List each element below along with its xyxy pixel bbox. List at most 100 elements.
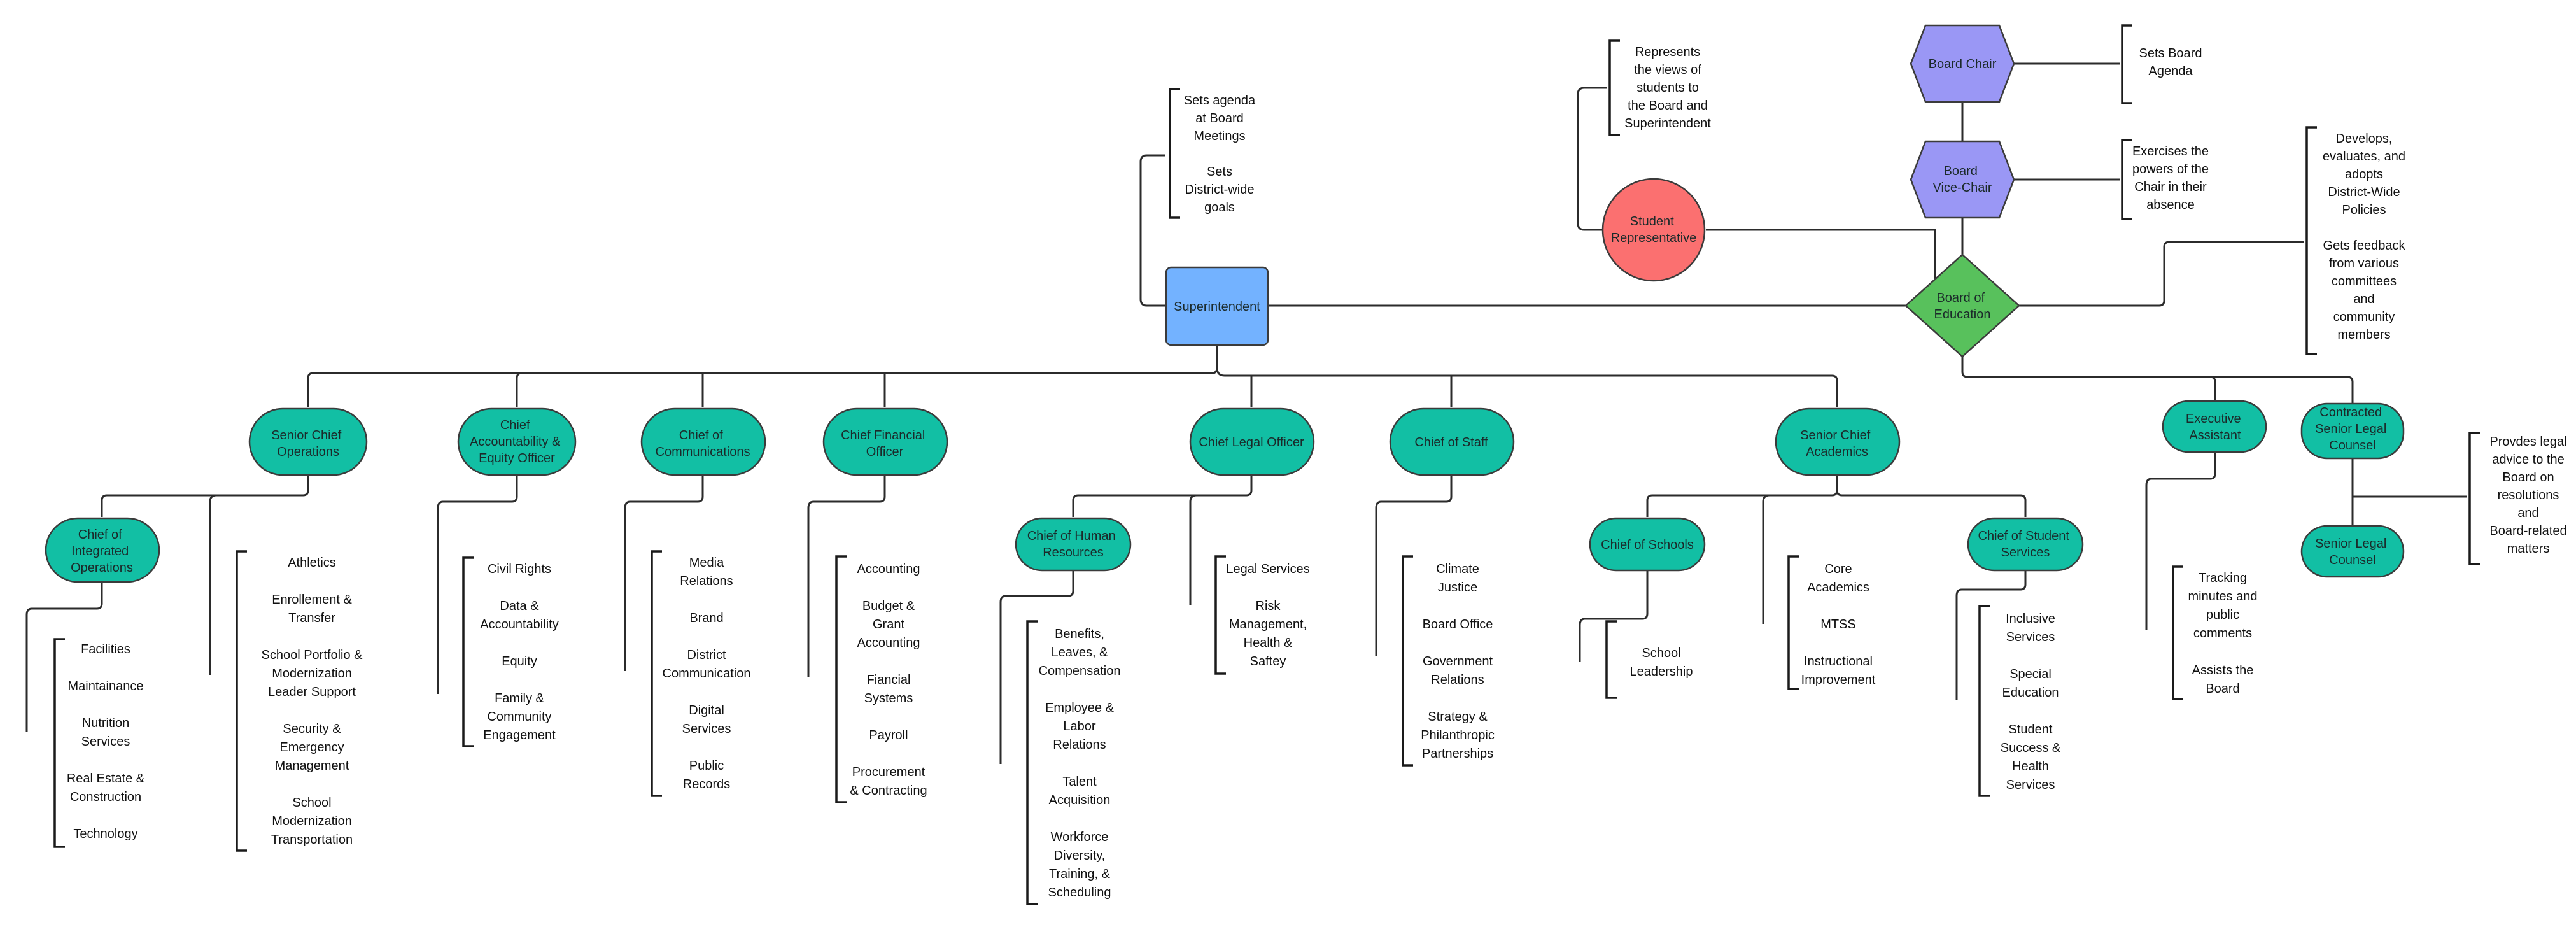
node-chief-communications[interactable]: Chief of Communications [640,407,766,476]
note-line: Media [689,556,724,570]
note-line: Relations [1053,738,1106,752]
note-line: the Board and [1628,99,1708,113]
note-line: Philanthropic [1421,728,1495,742]
node-superintendent[interactable]: Superintendent [1165,266,1269,346]
bracket-student [1608,39,1620,136]
node-executive-assistant[interactable]: Executive Assistant [2162,400,2267,453]
note-line: Justice [1438,581,1477,595]
svg-text:Senior Chief Operation: Senior Chief Operations [271,428,345,459]
node-label-line: Senior Legal [2315,422,2386,436]
note-line: Assists the [2192,663,2254,677]
note-line: Government [1423,655,1493,669]
node-contracted-senior-legal-counsel[interactable]: Contracted Senior Legal Counsel [2300,402,2405,460]
note-line: School [1642,646,1680,660]
bracket-exec [2172,565,2183,700]
node-label-line: Education [1934,308,1991,322]
edge-supt-trunk [307,344,1218,407]
edge-academics-notes [1762,494,1770,624]
note-line: Education [2002,686,2059,700]
note-line: Management [275,759,349,773]
node-label: Superintendent [1174,300,1260,314]
node-chief-financial-officer[interactable]: Chief Financial Officer [822,407,948,476]
note-line: Student [2009,723,2053,737]
note-line: Labor [1063,719,1095,733]
edge-comm-notes [624,474,704,671]
note-line: committees [2332,274,2397,288]
note-line: Special [2009,667,2052,681]
edge-student-notes-line [1577,87,1633,231]
note-line: Meetings [1193,129,1245,143]
note-line: matters [2507,542,2550,556]
note-line: Systems [864,691,913,705]
node-label-line: Representative [1611,231,1697,245]
note-line: Accounting [857,562,920,576]
edge-integrated-notes [25,581,103,732]
note-line: Family & [495,691,544,705]
note-line: Communication [663,667,751,681]
node-chief-integrated-operations[interactable]: Chief of Integrated Operations [45,517,160,583]
node-label: Chief of Staff [1414,435,1488,449]
node-chief-of-staff[interactable]: Chief of Staff [1389,407,1515,476]
note-line: Provdes legal [2489,435,2566,449]
node-chief-accountability[interactable]: Chief Accountability & Equity Officer [457,407,577,476]
node-board-chair[interactable]: Board Chair [1910,24,2015,103]
note-line: Board Office [1423,618,1493,632]
node-board-vice-chair[interactable]: Board Vice-Chair [1910,140,2015,219]
node-label-line: Assistant [2189,428,2241,442]
note-line: advice to the [2492,453,2564,467]
note-line: Accountability [480,618,558,632]
note-line: Security & [283,722,341,736]
note-line: Represents [1635,45,1700,59]
note-line: Civil Rights [488,562,551,576]
note-line: Technology [73,827,137,841]
note-line: members [2337,328,2390,342]
note-line: Talent [1062,775,1097,789]
node-senior-legal-counsel[interactable]: Senior Legal Counsel [2300,525,2405,578]
note-line: Leaves, & [1052,646,1109,660]
note-line: Gets feedback [2323,239,2406,253]
node-chief-of-schools[interactable]: Chief of Schools [1589,517,1706,572]
edge-hr-notes [999,569,1074,764]
node-chief-human-resources[interactable]: Chief of Human Resources [1015,517,1132,572]
edge-board-notes [2019,241,2304,307]
node-label-line: Services [2001,546,2050,560]
bracket-board [2305,126,2317,355]
svg-text:Executive Assistant: Executive Assistant [2186,412,2244,442]
node-student-representative[interactable]: Student Representative [1601,178,1706,282]
bracket-chair [2121,24,2132,104]
svg-text:Chief of Schools: Chief of Schools [1601,538,1694,552]
node-label-line: Senior Chief [1800,428,1871,442]
node-senior-chief-operations[interactable]: Senior Chief Operations [248,407,368,476]
note-line: Services [2006,630,2055,644]
note-line: Digital [689,704,724,718]
note-line: School [292,796,331,810]
node-chief-student-services[interactable]: Chief of Student Services [1967,517,2084,572]
node-chief-legal-officer[interactable]: Chief Legal Officer [1189,407,1315,476]
node-label-line: Operations [277,445,339,459]
note-line: Nutrition [82,716,129,730]
node-senior-chief-academics[interactable]: Senior Chief Academics [1775,407,1901,476]
note-line: Health & [1244,636,1293,650]
svg-text:Chief of Student Servi: Chief of Student Services [1978,529,2073,560]
edge-legal-notes [1189,494,1197,605]
node-board-of-education[interactable]: Board of Education [1904,253,2020,358]
node-label-line: Counsel [2329,553,2375,567]
note-line: Exercises the [2132,145,2209,159]
note-line: Accounting [857,636,920,650]
bracket-accountability [462,556,474,747]
note-line: evaluates, and [2323,150,2405,164]
note-line: Sets agenda [1184,94,1256,108]
edge-staff-notes [1375,474,1453,656]
note-line: Climate [1436,562,1479,576]
note-line: Board-related [2489,524,2566,538]
node-label-line: Integrated [71,544,129,558]
bracket-financial [835,555,847,803]
node-label-line: Senior Chief [271,428,342,442]
note-line: the views of [1634,63,1701,77]
